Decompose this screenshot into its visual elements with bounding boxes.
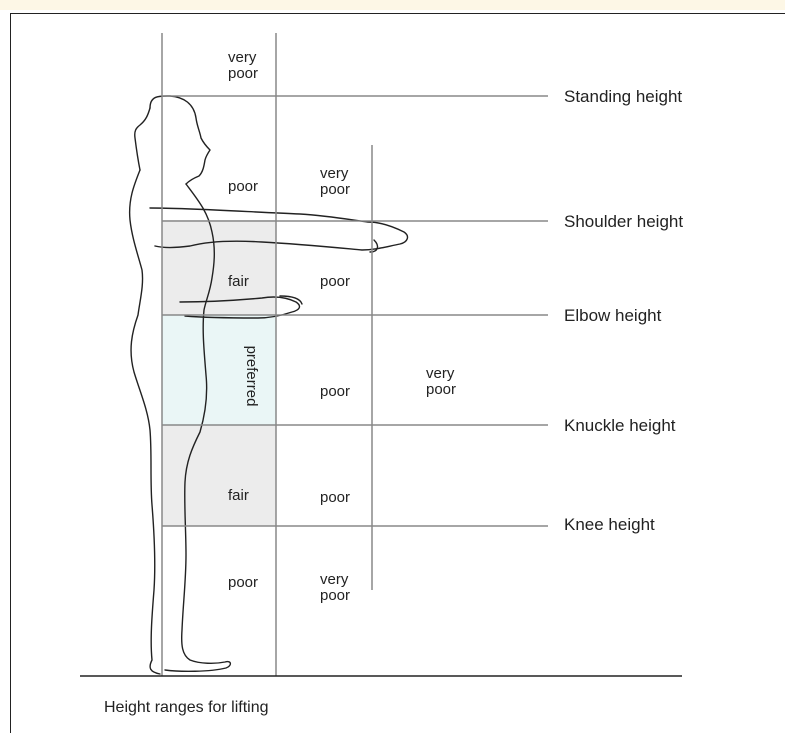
standing-height-label: Standing height: [564, 87, 682, 106]
middle-very-poor-top-line1: very: [320, 165, 349, 182]
middle-very-poor-bottom-line1: very: [320, 571, 349, 588]
figure-caption: Height ranges for lifting: [104, 699, 269, 716]
middle-poor-3: poor: [320, 489, 350, 506]
inner-very-poor-line2: poor: [228, 65, 258, 82]
inner-poor-top: poor: [228, 178, 258, 195]
inner-preferred: preferred: [243, 346, 260, 407]
middle-very-poor-top-line2: poor: [320, 181, 350, 198]
inner-fair-lower: fair: [228, 487, 249, 504]
fair-zone-lower: [162, 425, 276, 526]
inner-very-poor-line1: very: [228, 49, 257, 66]
outer-very-poor-line1: very: [426, 365, 455, 382]
elbow-height-label: Elbow height: [564, 306, 662, 325]
inner-poor-bottom: poor: [228, 574, 258, 591]
middle-poor-1: poor: [320, 273, 350, 290]
middle-poor-2: poor: [320, 383, 350, 400]
knuckle-height-label: Knuckle height: [564, 416, 676, 435]
outer-very-poor-line2: poor: [426, 381, 456, 398]
shoulder-height-label: Shoulder height: [564, 212, 683, 231]
knee-height-label: Knee height: [564, 515, 655, 534]
inner-fair-upper: fair: [228, 273, 249, 290]
middle-very-poor-bottom-line2: poor: [320, 587, 350, 604]
